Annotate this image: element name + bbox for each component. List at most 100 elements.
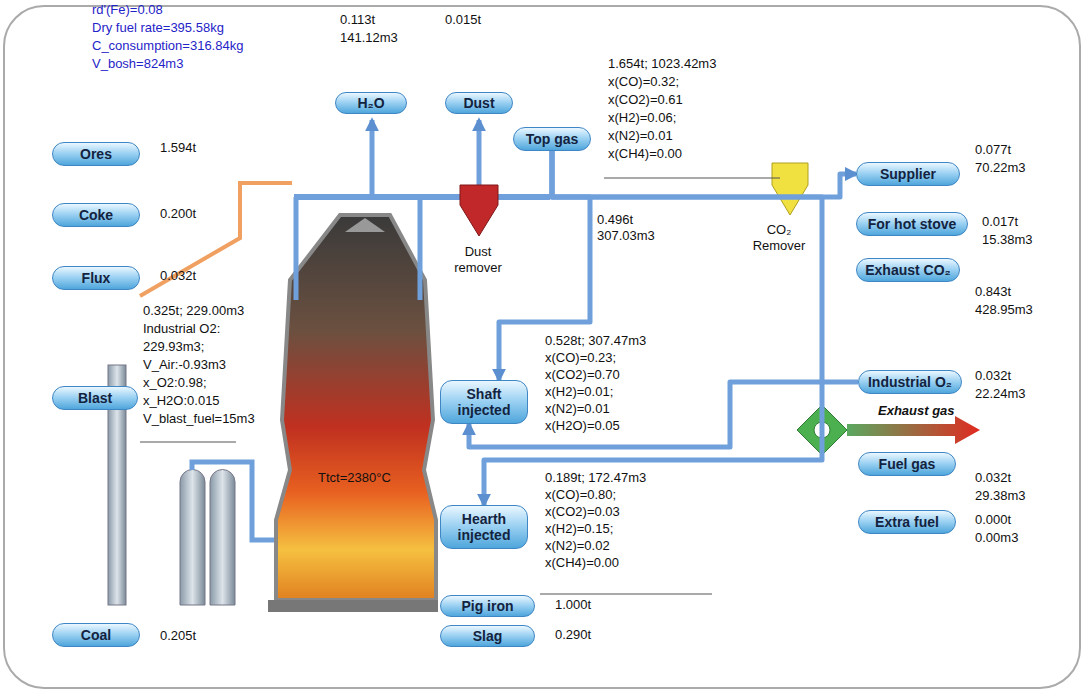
- stream-value: 0.205t: [160, 628, 196, 644]
- annotation: Exhaust gas: [878, 403, 955, 419]
- stream-value: 141.12m3: [340, 30, 398, 46]
- stream-value: 0.077t: [975, 142, 1011, 158]
- stream-node: Coke0.200t: [52, 203, 140, 227]
- stream-value: x(CO2)=0.70: [545, 367, 620, 383]
- stream-node: Flux0.032t: [52, 266, 140, 290]
- furnace-base: [268, 600, 438, 612]
- stream-value: 0.113t: [340, 12, 375, 28]
- stream-value: 0.017t: [982, 214, 1018, 230]
- stream-node: Top gas1.654t; 1023.42m3x(CO)=0.32;x(CO2…: [513, 127, 591, 151]
- annotation: C_consumption=316.84kg: [92, 38, 243, 54]
- stream-value: 0.032t: [975, 470, 1011, 486]
- stream-node: Extra fuel0.000t0.00m3: [858, 510, 956, 534]
- stream-name: Coke: [79, 207, 113, 223]
- stream-value: 0.325t; 229.00m3: [143, 303, 244, 319]
- stream-value: x_H2O:0.015: [143, 393, 220, 409]
- stream-name: Pig iron: [461, 598, 513, 614]
- stream-node: Fuel gas0.032t29.38m3: [858, 452, 956, 476]
- stream-name: Dust: [463, 95, 494, 111]
- stream-value: 0.032t: [160, 268, 196, 284]
- stream-value: x(CH4)=0.00: [608, 146, 682, 162]
- stream-node: Industrial O₂0.032t22.24m3: [858, 370, 962, 394]
- stream-value: x(CO)=0.80;: [545, 487, 616, 503]
- stream-value: x(N2)=0.01: [545, 401, 610, 417]
- dust-remover: [460, 185, 498, 236]
- stream-name: Fuel gas: [879, 456, 936, 472]
- stream-value: 428.95m3: [975, 302, 1033, 318]
- stream-name: Exhaust CO₂: [865, 262, 951, 278]
- hot-stove: [210, 469, 235, 605]
- stream-value: 0.189t; 172.47m3: [545, 470, 646, 486]
- stream-node: Shaft injected0.528t; 307.47m3x(CO)=0.23…: [440, 380, 528, 424]
- stream-value: x(CO2)=0.03: [545, 504, 620, 520]
- stream-value: x(CO)=0.32;: [608, 74, 679, 90]
- frame: [4, 6, 1080, 688]
- annotation: V_bosh=824m3: [92, 56, 183, 72]
- stream-value: Industrial O2:: [143, 321, 220, 337]
- stream-node: Blast0.325t; 229.00m3Industrial O2:229.9…: [52, 386, 138, 410]
- stream-name: Shaft injected: [446, 386, 522, 418]
- stream-value: x(H2)=0.01;: [545, 384, 613, 400]
- stream-value: 1.654t; 1023.42m3: [608, 56, 716, 72]
- stream-name: Flux: [82, 270, 111, 286]
- stream-value: 229.93m3;: [143, 339, 204, 355]
- stream-value: V_blast_fuel=15m3: [143, 411, 255, 427]
- stream-value: 0.290t: [555, 627, 591, 643]
- gas-flow: [552, 151, 856, 197]
- stream-value: 0.843t: [975, 284, 1011, 300]
- top-gas-pipe: [294, 194, 550, 200]
- exhaust-arrow: [847, 416, 980, 444]
- annotation: 0.496t 307.03m3: [597, 212, 661, 243]
- stream-value: 70.22m3: [975, 160, 1026, 176]
- stream-name: Blast: [78, 390, 112, 406]
- stream-name: H₂O: [357, 95, 384, 111]
- stream-value: x(H2)=0.06;: [608, 110, 676, 126]
- blast-line: [140, 183, 292, 296]
- stream-name: For hot stove: [868, 216, 957, 232]
- water-pipe: [370, 120, 375, 197]
- stream-name: Slag: [473, 628, 503, 644]
- stream-value: x(CH4)=0.00: [545, 555, 619, 571]
- rule: [140, 178, 780, 594]
- stream-value: x(N2)=0.01: [608, 128, 673, 144]
- stream-value: 0.00m3: [975, 530, 1018, 546]
- stream-value: x(N2)=0.02: [545, 538, 610, 554]
- stream-value: x_O2:0.98;: [143, 375, 207, 391]
- stream-node: Ores1.594t: [52, 142, 140, 166]
- stream-value: x(H2)=0.15;: [545, 521, 613, 537]
- stream-node: H₂O0.113t141.12m3: [335, 92, 407, 114]
- charging-bell: [345, 218, 385, 232]
- stream-value: 1.594t: [160, 140, 196, 156]
- annotation: Dust remover: [446, 244, 510, 275]
- stream-name: Ores: [80, 146, 112, 162]
- stream-name: Industrial O₂: [868, 374, 952, 390]
- stream-value: 0.200t: [160, 206, 196, 222]
- annotation: Ttct=2380°C: [318, 470, 391, 486]
- stream-value: 15.38m3: [982, 232, 1033, 248]
- stream-value: x(CO2)=0.61: [608, 92, 683, 108]
- stream-node: Supplier0.077t70.22m3: [856, 162, 960, 186]
- stream-value: 0.015t: [445, 12, 481, 28]
- stream-node: For hot stove0.017t15.38m3: [856, 212, 968, 236]
- stream-value: 22.24m3: [975, 386, 1026, 402]
- stream-node: Slag0.290t: [440, 625, 535, 647]
- stream-node: Dust0.015t: [445, 92, 513, 114]
- stream-value: x(H2O)=0.05: [545, 418, 620, 434]
- stream-value: 0.000t: [975, 512, 1011, 528]
- co2-remover: [772, 163, 808, 215]
- stream-node: Hearth injected0.189t; 172.47m3x(CO)=0.8…: [440, 505, 528, 549]
- stream-name: Supplier: [880, 166, 936, 182]
- stream-value: 29.38m3: [975, 488, 1026, 504]
- annotation: rd'(Fe)=0.08: [92, 2, 163, 18]
- uptake-pipe: [296, 197, 420, 300]
- furnace-body: [276, 215, 436, 600]
- stream-value: x(CO)=0.23;: [545, 350, 616, 366]
- stream-name: Hearth injected: [446, 511, 522, 543]
- stream-name: Top gas: [526, 131, 579, 147]
- stream-name: Coal: [81, 627, 111, 643]
- stream-node: Coal0.205t: [52, 623, 140, 647]
- stream-value: 0.528t; 307.47m3: [545, 333, 646, 349]
- stream-name: Extra fuel: [875, 514, 939, 530]
- annotation: CO₂ Remover: [748, 222, 810, 253]
- gas-flow: [484, 151, 822, 505]
